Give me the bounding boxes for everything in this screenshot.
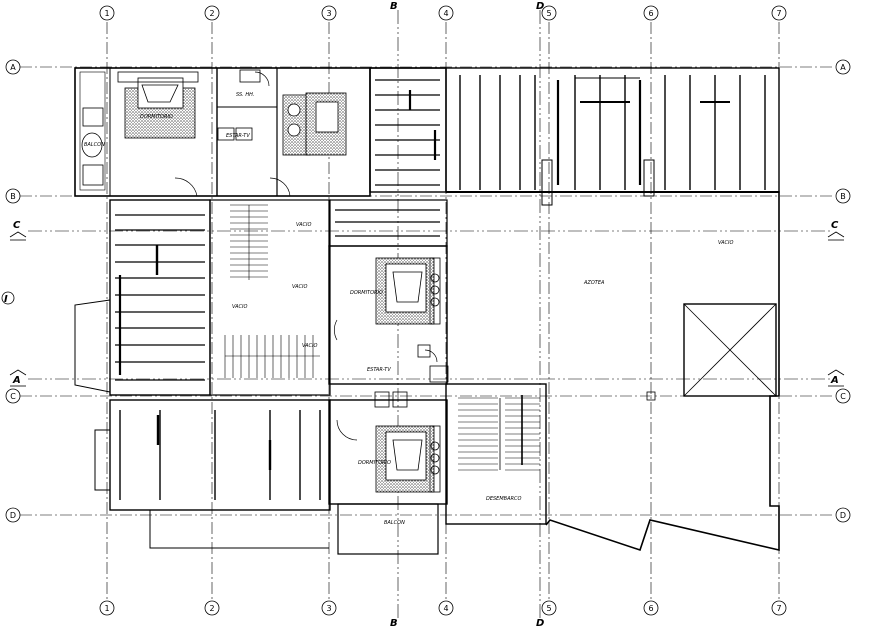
room-labels: DORMITORIO SS. HH. ESTAR-TV BALCON DORMI… bbox=[84, 92, 733, 526]
grid-col-3-bottom-circle bbox=[321, 600, 337, 616]
grid-row-d-left-circle bbox=[5, 507, 21, 523]
grid-col-7-top-label: 7 bbox=[776, 9, 781, 18]
label-vacio-1: VACIO bbox=[296, 222, 311, 228]
grid-col-3-top-circle bbox=[321, 5, 337, 21]
grid-col-4-top-label: 4 bbox=[443, 9, 448, 18]
grid-col-4-top-circle bbox=[438, 5, 454, 21]
grid-row-c-left-circle bbox=[5, 388, 21, 404]
grid-row-b-right-circle bbox=[835, 188, 851, 204]
grid-row-a-left-circle bbox=[5, 59, 21, 75]
grid-col-5-bottom-circle bbox=[541, 600, 557, 616]
grid-row-a-right-circle bbox=[835, 59, 851, 75]
grid-row-a-left-label: A bbox=[10, 63, 16, 72]
grid-col-6-top-circle bbox=[643, 5, 659, 21]
grid-row-b-left-label: B bbox=[10, 192, 16, 201]
grid-col-5-top-circle bbox=[541, 5, 557, 21]
grid-col-6-bottom-circle bbox=[643, 600, 659, 616]
grid-col-5-top-label: 5 bbox=[546, 9, 551, 18]
door-swings bbox=[174, 71, 438, 441]
grid-row-c-left-label: C bbox=[10, 392, 16, 401]
section-label-d-bottom: D bbox=[536, 618, 544, 627]
grid-col-3-bottom-label: 3 bbox=[326, 604, 331, 613]
section-label-i-left: I bbox=[4, 294, 8, 305]
grid-col-2-bottom-circle bbox=[204, 600, 220, 616]
label-balcon-top: BALCON bbox=[84, 142, 105, 148]
grid-row-b-left-circle bbox=[5, 188, 21, 204]
label-balcon-bottom: BALCON bbox=[384, 520, 405, 526]
label-vacio-5: VACIO bbox=[718, 240, 733, 246]
furniture bbox=[81, 69, 449, 493]
grid-col-2-top-circle bbox=[204, 5, 220, 21]
section-label-b-bottom: B bbox=[390, 618, 398, 627]
grid-col-3-top-label: 3 bbox=[326, 9, 331, 18]
label-estar-tv-mid: ESTAR-TV bbox=[367, 367, 391, 373]
section-label-c-left: C bbox=[13, 220, 21, 231]
grid-col-2-bottom-label: 2 bbox=[209, 604, 214, 613]
label-dormitorio-top: DORMITORIO bbox=[140, 114, 173, 120]
label-vacio-2: VACIO bbox=[292, 284, 307, 290]
roof-joists bbox=[115, 75, 766, 500]
grid-col-7-top-circle bbox=[771, 5, 787, 21]
grid-col-4-bottom-label: 4 bbox=[443, 604, 448, 613]
grid-col-1-bottom-label: 1 bbox=[104, 604, 109, 613]
grid-row-c-right-circle bbox=[835, 388, 851, 404]
walls bbox=[74, 67, 780, 555]
label-dormitorio-b: DORMITORIO bbox=[350, 290, 383, 296]
section-label-a-left: A bbox=[12, 375, 21, 386]
grid-col-6-bottom-label: 6 bbox=[648, 604, 653, 613]
grid-col-5-bottom-label: 5 bbox=[546, 604, 551, 613]
label-vacio-4: VACIO bbox=[302, 343, 317, 349]
section-label-a-right: A bbox=[830, 375, 839, 386]
label-dormitorio-c: DORMITORIO bbox=[358, 460, 391, 466]
section-label-c-right: C bbox=[831, 220, 839, 231]
grid-col-7-bottom-circle bbox=[771, 600, 787, 616]
label-estar-tv-top: ESTAR-TV bbox=[226, 133, 250, 139]
section-label-b-top: B bbox=[390, 1, 398, 12]
stairs bbox=[224, 204, 540, 471]
label-ss-hh: SS. HH. bbox=[236, 92, 254, 98]
grid-row-a-right-label: A bbox=[840, 63, 846, 72]
label-azotea: AZOTEA bbox=[583, 280, 605, 286]
section-markers: B D C C A A I B D bbox=[1, 1, 845, 627]
grid-col-2-top-label: 2 bbox=[209, 9, 214, 18]
grid-row-b-right-label: B bbox=[840, 192, 846, 201]
grid-col-1-top-circle bbox=[99, 5, 115, 21]
section-label-d-top: D bbox=[536, 1, 544, 12]
grid-col-7-bottom-label: 7 bbox=[776, 604, 781, 613]
grid-row-d-right-label: D bbox=[840, 511, 846, 520]
label-vacio-3: VACIO bbox=[232, 304, 247, 310]
grid-row-d-left-label: D bbox=[10, 511, 16, 520]
grid-col-4-bottom-circle bbox=[438, 600, 454, 616]
grid-row-c-right-label: C bbox=[840, 392, 846, 401]
grid-row-d-right-circle bbox=[835, 507, 851, 523]
grid-col-1-top-label: 1 bbox=[104, 9, 109, 18]
grid-col-6-top-label: 6 bbox=[648, 9, 653, 18]
label-desembarco: DESEMBARCO bbox=[486, 496, 521, 502]
grid-col-1-bottom-circle bbox=[99, 600, 115, 616]
